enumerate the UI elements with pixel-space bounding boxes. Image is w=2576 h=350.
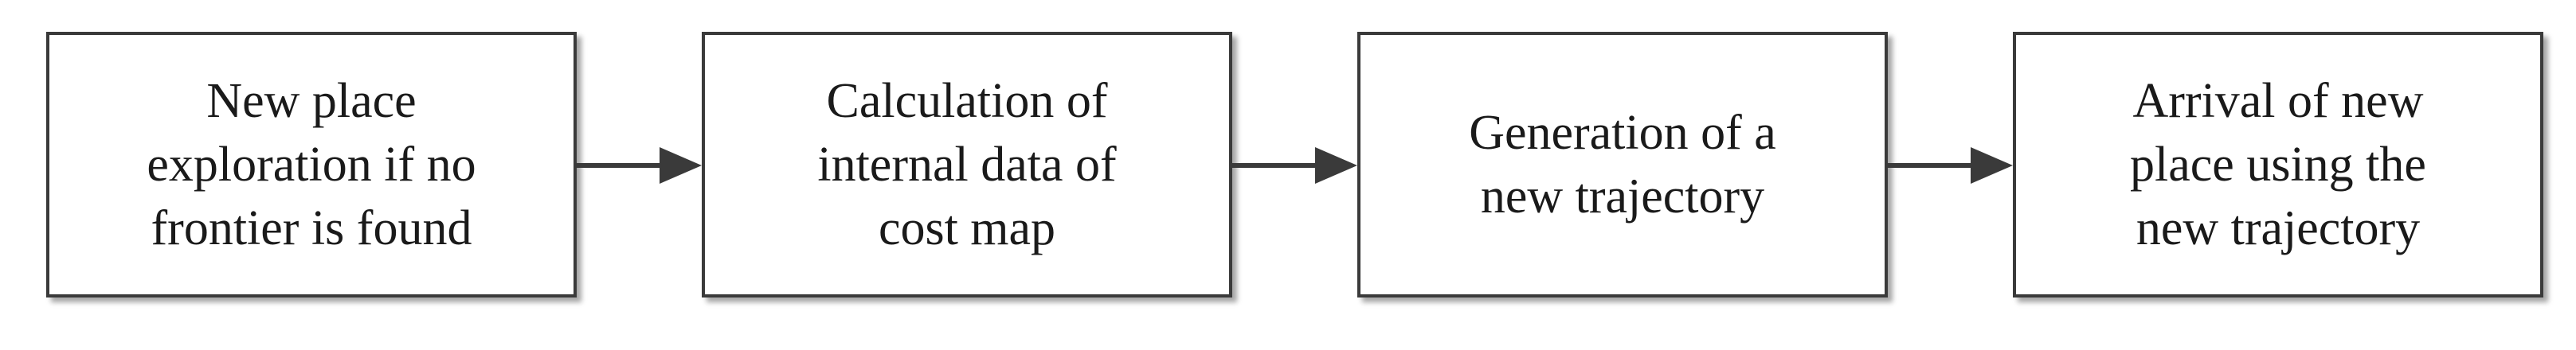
arrow-1-to-2 <box>577 147 702 184</box>
arrow-2-to-3 <box>1232 147 1357 184</box>
step-label: Calculation of internal data of cost map <box>817 74 1117 255</box>
arrow-3-to-4 <box>1888 147 2013 184</box>
step-arrival-new-place: Arrival of new place using the new traje… <box>2013 32 2543 298</box>
step-label: Generation of a new trajectory <box>1469 106 1776 224</box>
step-cost-map-calculation: Calculation of internal data of cost map <box>702 32 1232 298</box>
step-trajectory-generation: Generation of a new trajectory <box>1357 32 1888 298</box>
step-label: New place exploration if no frontier is … <box>147 74 476 255</box>
step-new-place-exploration: New place exploration if no frontier is … <box>46 32 577 298</box>
step-label: Arrival of new place using the new traje… <box>2130 74 2426 255</box>
